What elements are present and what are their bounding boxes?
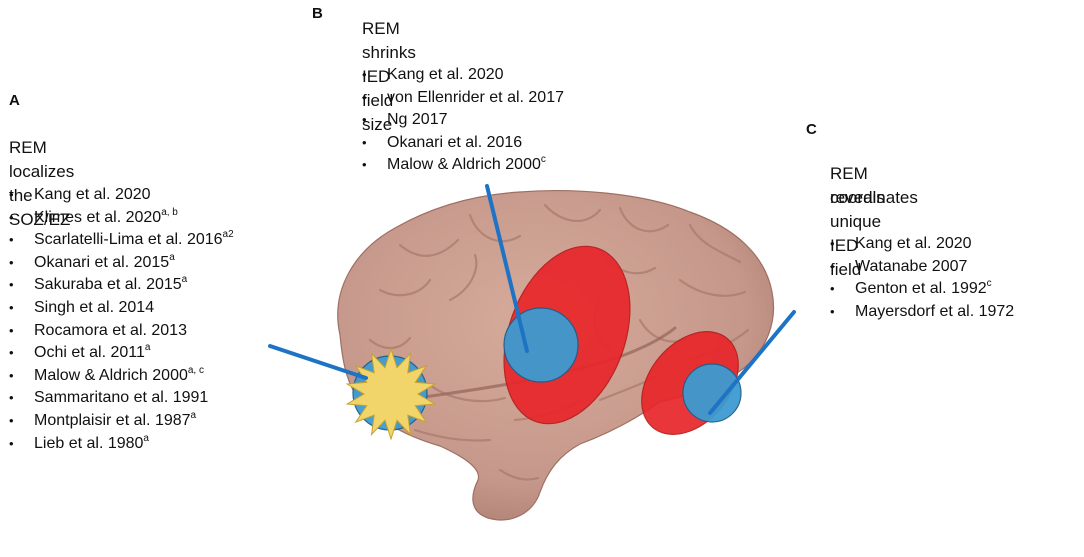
reference-item: von Ellenrider et al. 2017 — [362, 87, 564, 110]
reference-text: Malow & Aldrich 2000 — [34, 366, 188, 384]
reference-item: Mayersdorf et al. 1972 — [830, 301, 1014, 324]
reference-item: Sakuraba et al. 2015a — [9, 274, 234, 297]
reference-text: Ng 2017 — [387, 111, 448, 129]
reference-text: Montplaisir et al. 1987 — [34, 411, 191, 429]
reference-text: Lieb et al. 1980 — [34, 434, 144, 452]
reference-superscript: a2 — [222, 229, 234, 241]
reference-text: Okanari et al. 2015 — [34, 253, 170, 271]
reference-superscript: a — [144, 342, 151, 354]
reference-item: Genton et al. 1992c — [830, 278, 1014, 301]
panel-c-heading-line2: coordinates — [830, 188, 918, 207]
reference-superscript: a, b — [161, 206, 178, 218]
panel-a-letter: A — [9, 92, 20, 109]
reference-text: Kang et al. 2020 — [387, 66, 504, 83]
reference-superscript: a — [169, 251, 175, 263]
reference-item: Singh et al. 2014 — [9, 297, 234, 320]
reference-item: Watanabe 2007 — [830, 256, 1014, 279]
pointer-line-b — [485, 184, 529, 353]
reference-text: Scarlatelli-Lima et al. 2016 — [34, 231, 223, 249]
reference-item: Okanari et al. 2015a — [9, 252, 234, 275]
reference-item: Kang et al. 2020 — [830, 233, 1014, 256]
reference-superscript: a — [190, 409, 197, 421]
reference-superscript: a, c — [187, 364, 204, 376]
panel-c-reference-list: Kang et al. 2020Watanabe 2007Genton et a… — [830, 233, 1014, 323]
reference-item: Kang et al. 2020 — [9, 184, 234, 207]
reference-text: Mayersdorf et al. 1972 — [855, 302, 1015, 320]
panel-c-letter: C — [806, 121, 817, 138]
reference-item: Malow & Aldrich 2000c — [362, 154, 564, 177]
pointer-line-a — [268, 344, 368, 380]
reference-text: Sakuraba et al. 2015 — [34, 276, 182, 294]
reference-item: Ng 2017 — [362, 109, 564, 132]
reference-item: Montplaisir et al. 1987a — [9, 410, 234, 433]
reference-item: Kang et al. 2020 — [362, 64, 564, 87]
reference-text: Ochi et al. 2011 — [34, 344, 145, 362]
reference-item: Rocamora et al. 2013 — [9, 320, 234, 343]
reference-superscript: a — [181, 274, 188, 286]
panel-a-reference-list: Kang et al. 2020Klimes et al. 2020a, bSc… — [9, 184, 234, 455]
reference-superscript: a — [143, 432, 149, 444]
reference-text: Sammaritano et al. 1991 — [34, 389, 209, 407]
reference-text: von Ellenrider et al. 2017 — [387, 88, 564, 106]
reference-item: Sammaritano et al. 1991 — [9, 387, 234, 410]
reference-text: Klimes et al. 2020 — [34, 208, 162, 226]
reference-text: Genton et al. 1992 — [855, 280, 987, 298]
ied-field-blue-c — [682, 363, 742, 423]
reference-item: Ochi et al. 2011a — [9, 342, 234, 365]
reference-text: Rocamora et al. 2013 — [34, 321, 187, 339]
reference-text: Okanari et al. 2016 — [387, 133, 523, 151]
reference-superscript: c — [540, 154, 546, 166]
reference-text: Kang et al. 2020 — [855, 235, 972, 252]
reference-text: Singh et al. 2014 — [34, 298, 155, 316]
panel-b-reference-list: Kang et al. 2020 von Ellenrider et al. 20… — [362, 64, 564, 177]
reference-item: Malow & Aldrich 2000a, c — [9, 365, 234, 388]
ied-field-blue-b — [503, 307, 579, 383]
reference-item: Okanari et al. 2016 — [362, 132, 564, 155]
reference-text: Watanabe 2007 — [855, 257, 968, 275]
reference-text: Kang et al. 2020 — [34, 186, 151, 203]
reference-item: Klimes et al. 2020a, b — [9, 207, 234, 230]
reference-text: Malow & Aldrich 2000 — [387, 156, 541, 174]
panel-b-letter: B — [312, 5, 323, 22]
reference-item: Lieb et al. 1980a — [9, 433, 234, 456]
reference-superscript: c — [986, 278, 992, 290]
pointer-line-c — [708, 310, 796, 415]
reference-item: Scarlatelli-Lima et al. 2016a2 — [9, 229, 234, 252]
